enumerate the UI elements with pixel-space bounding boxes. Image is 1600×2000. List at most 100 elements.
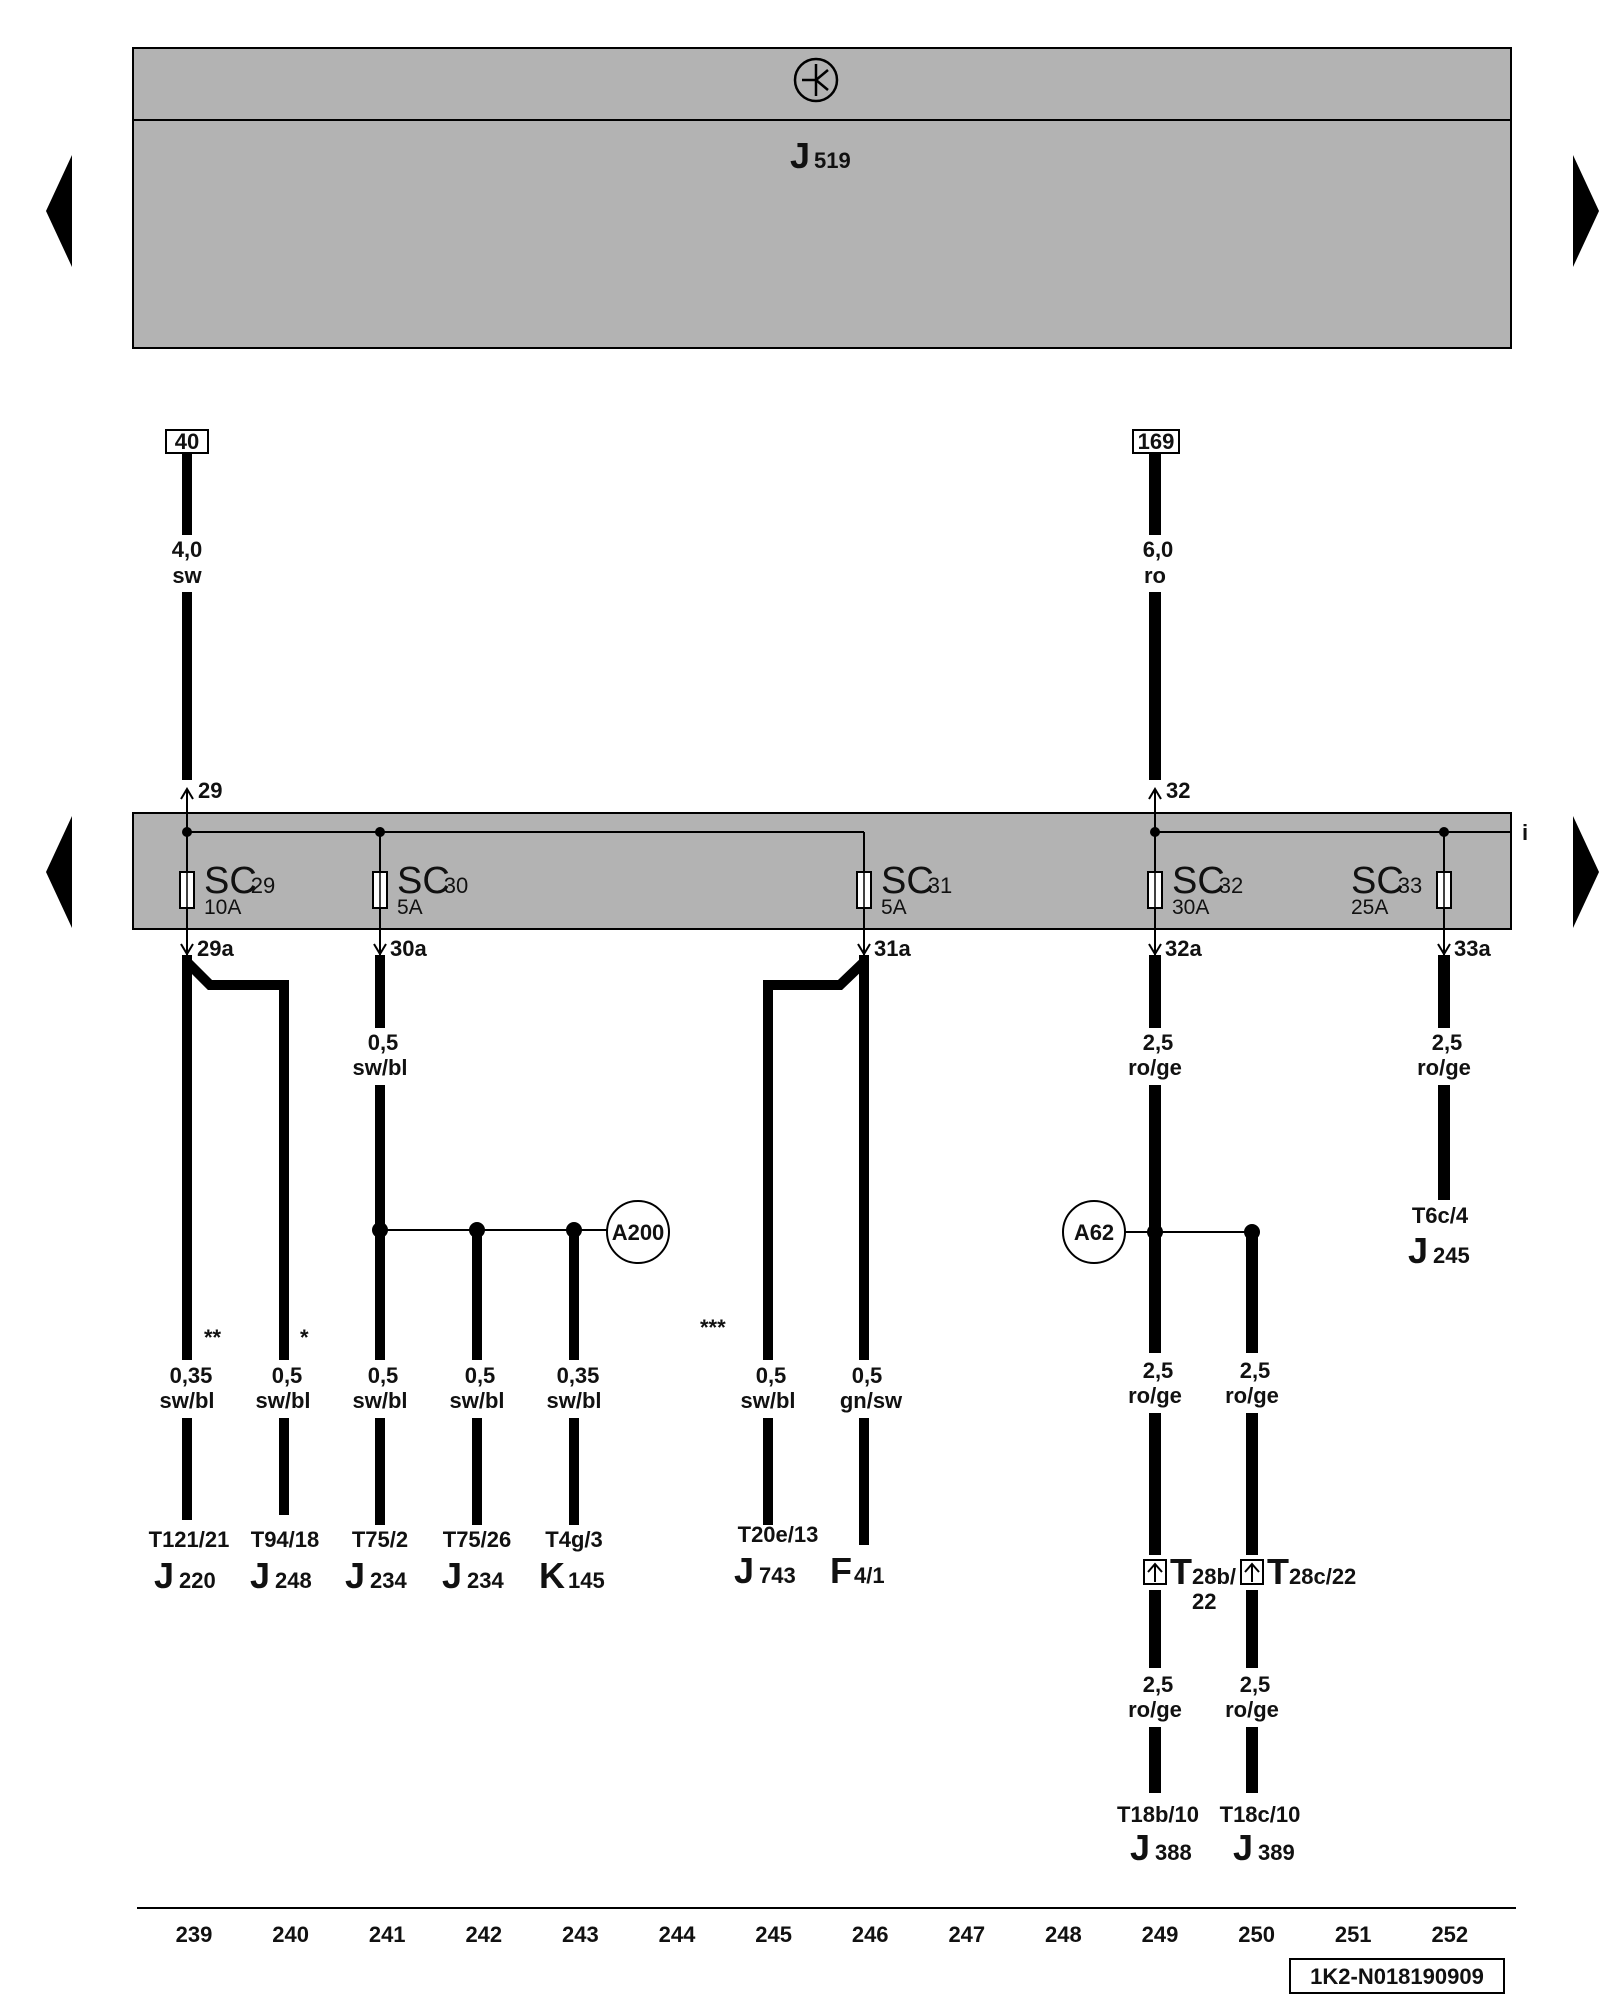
input-wire-169-gauge: 6,0 <box>1143 537 1174 562</box>
wire-j245-color: ro/ge <box>1417 1055 1471 1080</box>
wire-j248-color: sw/bl <box>255 1388 310 1413</box>
footnote-triple-star: *** <box>700 1315 726 1340</box>
wire-j743-color: sw/bl <box>740 1388 795 1413</box>
footnote-single-star: * <box>300 1325 309 1350</box>
next-page-arrow-middle[interactable] <box>1573 816 1599 928</box>
track-number: 248 <box>1045 1922 1082 1947</box>
pin-t75-26: T75/26 <box>443 1527 512 1552</box>
fuse-29-output: 29a <box>197 936 234 961</box>
connector-t28b-label: T28b/ <box>1170 1551 1236 1592</box>
wire-j234-26-gauge: 0,5 <box>465 1363 496 1388</box>
pin-t94-18: T94/18 <box>251 1527 320 1552</box>
connector-t28c-label: T28c/22 <box>1267 1551 1356 1592</box>
splice-a62-label: A62 <box>1074 1220 1114 1245</box>
connector-t28c-icon <box>1240 1559 1264 1585</box>
track-number: 252 <box>1431 1922 1468 1947</box>
fuse-29-amp: 10A <box>204 896 241 919</box>
input-box-40-label: 40 <box>175 429 199 454</box>
connector-t28b-icon <box>1143 1559 1167 1585</box>
input-wire-40-gauge: 4,0 <box>172 537 203 562</box>
wire-k145-color: sw/bl <box>546 1388 601 1413</box>
fuse-31-amp: 5A <box>881 896 907 919</box>
splice-a200-badge <box>606 1200 670 1264</box>
input-box-169-label: 169 <box>1138 429 1175 454</box>
wire-j389-lower-gauge: 2,5 <box>1240 1672 1271 1697</box>
track-number: 250 <box>1238 1922 1275 1947</box>
pin-t121-21: T121/21 <box>149 1527 230 1552</box>
fuse-30-output: 30a <box>390 936 427 961</box>
splice-a200-junction-1 <box>372 1222 388 1238</box>
prev-page-arrow-top[interactable] <box>46 155 72 267</box>
wire-k145-gauge: 0,35 <box>557 1363 600 1388</box>
pin-t18b-10: T18b/10 <box>1117 1802 1199 1827</box>
fuse-output-arrows <box>180 943 1451 956</box>
pin-t18c-10: T18c/10 <box>1220 1802 1301 1827</box>
component-f4-1: F4/1 <box>830 1550 885 1591</box>
input-wire-40-color: sw <box>172 563 202 588</box>
next-page-arrow-top[interactable] <box>1573 155 1599 267</box>
input-pin-32: 32 <box>1166 778 1190 803</box>
splice-a62-junction-1 <box>1147 1224 1163 1240</box>
track-number: 239 <box>176 1922 213 1947</box>
wire-sc30-color: sw/bl <box>352 1055 407 1080</box>
fuse-33-output: 33a <box>1454 936 1491 961</box>
input-wire-169-color: ro <box>1144 563 1166 588</box>
wire-j743-route <box>763 958 868 1360</box>
wire-sc32-color: ro/ge <box>1128 1055 1182 1080</box>
fuse-29-label: SC29 <box>204 860 275 902</box>
fuse-carrier-panel <box>132 812 1512 930</box>
wire-j245-gauge: 2,5 <box>1432 1030 1463 1055</box>
fuse-33-label: SC33 <box>1351 860 1422 902</box>
key-symbol-icon <box>793 57 839 103</box>
drawing-code: 1K2-N018190909 <box>1310 1964 1484 1989</box>
wire-j234-2-gauge: 0,5 <box>368 1363 399 1388</box>
track-number: 243 <box>562 1922 599 1947</box>
wire-j248-route <box>183 958 289 1360</box>
splice-a200-label: A200 <box>612 1220 665 1245</box>
fuse-32-label: SC32 <box>1172 860 1243 902</box>
wire-sc30-gauge: 0,5 <box>368 1030 399 1055</box>
track-number: 241 <box>369 1922 406 1947</box>
fuse-31-output: 31a <box>874 936 911 961</box>
wire-j220-gauge: 0,35 <box>170 1363 213 1388</box>
track-number: 249 <box>1142 1922 1179 1947</box>
wire-j388-gauge: 2,5 <box>1143 1358 1174 1383</box>
track-number: 245 <box>755 1922 792 1947</box>
connector-t28b-label-line2: 22 <box>1192 1589 1216 1614</box>
wire-sc32-gauge: 2,5 <box>1143 1030 1174 1055</box>
fuse-carrier-side-label: i <box>1522 820 1528 845</box>
fuse-31-label: SC31 <box>881 860 952 902</box>
wire-j234-26-color: sw/bl <box>449 1388 504 1413</box>
wire-j248-gauge: 0,5 <box>272 1363 303 1388</box>
wire-j389-gauge: 2,5 <box>1240 1358 1271 1383</box>
wire-j388-lower-gauge: 2,5 <box>1143 1672 1174 1697</box>
fuse-32-output: 32a <box>1165 936 1202 961</box>
fuse-33-amp: 25A <box>1351 896 1388 919</box>
track-number: 246 <box>852 1922 889 1947</box>
fuse-30-amp: 5A <box>397 896 423 919</box>
track-number: 242 <box>465 1922 502 1947</box>
wire-j388-color: ro/ge <box>1128 1383 1182 1408</box>
pin-t4g-3: T4g/3 <box>545 1527 602 1552</box>
wire-j220-color: sw/bl <box>159 1388 214 1413</box>
fuse-32-amp: 30A <box>1172 896 1209 919</box>
prev-page-arrow-middle[interactable] <box>46 816 72 928</box>
footnote-double-star: ** <box>204 1325 222 1350</box>
track-number: 247 <box>948 1922 985 1947</box>
wire-j743-gauge: 0,5 <box>756 1363 787 1388</box>
pin-t6c-4: T6c/4 <box>1412 1203 1469 1228</box>
fuse-30-label: SC30 <box>397 860 468 902</box>
wire-f4-color: gn/sw <box>840 1388 903 1413</box>
wire-f4-gauge: 0,5 <box>852 1363 883 1388</box>
pin-t20e-13: T20e/13 <box>738 1522 819 1547</box>
